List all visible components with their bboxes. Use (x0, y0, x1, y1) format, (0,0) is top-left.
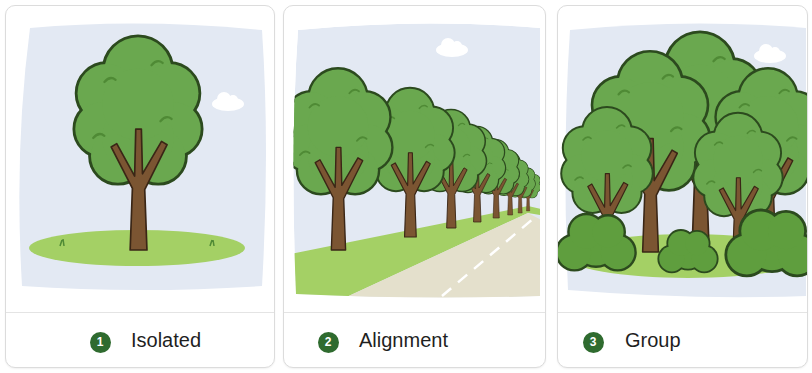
tree (366, 89, 453, 237)
callout-badge: 1 (90, 332, 111, 353)
group-scene (558, 23, 807, 297)
panel-card: Alignment 2 (283, 5, 546, 368)
tree (285, 69, 391, 250)
callout-number: 2 (318, 332, 339, 353)
panel-label: Alignment (359, 313, 448, 367)
bush (727, 211, 807, 274)
isolated-tree-scene (19, 23, 266, 290)
panel-card: Isolated 1 (5, 5, 275, 368)
tree (473, 140, 519, 218)
road-marking (442, 218, 534, 296)
sky-blob (19, 23, 266, 290)
tree (562, 108, 652, 260)
tree (75, 37, 200, 250)
cloud (212, 92, 244, 111)
tree (505, 162, 535, 213)
tree (591, 53, 709, 253)
bush (558, 215, 634, 269)
tree (516, 169, 541, 211)
panel-card: Group 3 (557, 5, 808, 368)
grass-strip (290, 206, 545, 300)
tree (449, 127, 505, 222)
grass-ground (29, 230, 245, 266)
grass-tufts (60, 239, 214, 246)
alignment-scene (285, 23, 545, 300)
tree (492, 152, 529, 215)
tree (694, 114, 781, 262)
panel-label: Isolated (131, 313, 201, 367)
tree (715, 69, 807, 250)
cloud (436, 38, 468, 57)
callout-badge: 3 (583, 332, 604, 353)
callout-number: 1 (90, 332, 111, 353)
tree (416, 110, 485, 228)
grass-ground (566, 234, 807, 278)
tree (637, 33, 762, 246)
sky-blob (565, 23, 806, 297)
callout-number: 3 (583, 332, 604, 353)
sky-blob (293, 23, 540, 297)
bush (659, 231, 717, 272)
panel-label: Group (625, 313, 681, 367)
cloud (754, 44, 786, 63)
road (340, 213, 545, 300)
callout-badge: 2 (318, 332, 339, 353)
